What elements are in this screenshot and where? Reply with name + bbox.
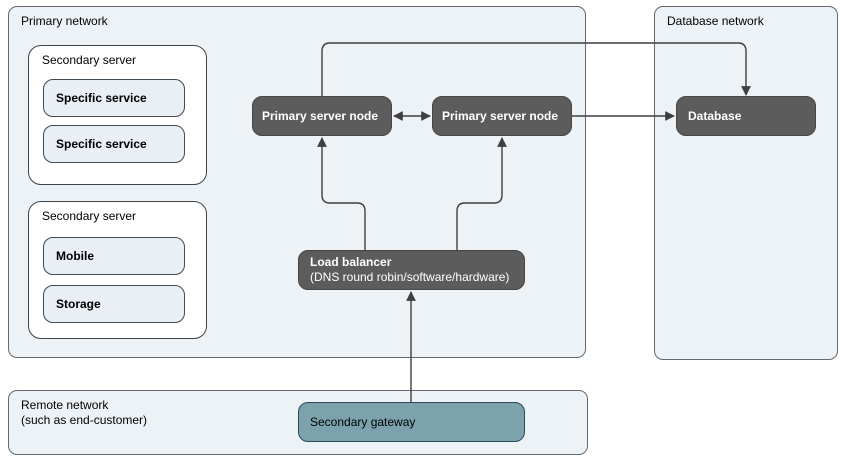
load-balancer-node: Load balancer (DNS round robin/software/… (298, 250, 525, 290)
service-box-specific-service-1: Specific service (43, 79, 185, 117)
service-label: Mobile (56, 249, 94, 263)
database-network-label: Database network (667, 14, 764, 28)
service-box-specific-service-2: Specific service (43, 125, 185, 163)
secondary-gateway-node: Secondary gateway (298, 402, 525, 442)
remote-network-label: Remote network (such as end-customer) (9, 391, 587, 428)
primary-server-node-left: Primary server node (252, 96, 392, 136)
node-label: Primary server node (442, 109, 559, 123)
service-box-mobile: Mobile (43, 237, 185, 275)
secondary-server-1-label: Secondary server (42, 53, 137, 67)
database-node: Database (676, 96, 816, 136)
remote-network-label-line1: Remote network (21, 398, 109, 412)
load-balancer-subtitle: (DNS round robin/software/hardware) (310, 270, 510, 284)
node-label: Database (688, 109, 742, 123)
remote-network-label-line2: (such as end-customer) (21, 413, 148, 427)
primary-server-node-right: Primary server node (432, 96, 572, 136)
load-balancer-title: Load balancer (310, 255, 392, 269)
service-label: Specific service (56, 91, 147, 105)
node-label: Primary server node (262, 109, 379, 123)
service-label: Specific service (56, 137, 147, 151)
service-label: Storage (56, 297, 101, 311)
service-box-storage: Storage (43, 285, 185, 323)
secondary-server-2-label: Secondary server (42, 209, 137, 223)
database-network-container: Database network (654, 6, 838, 360)
node-label: Secondary gateway (310, 415, 416, 429)
primary-network-label: Primary network (21, 14, 108, 28)
